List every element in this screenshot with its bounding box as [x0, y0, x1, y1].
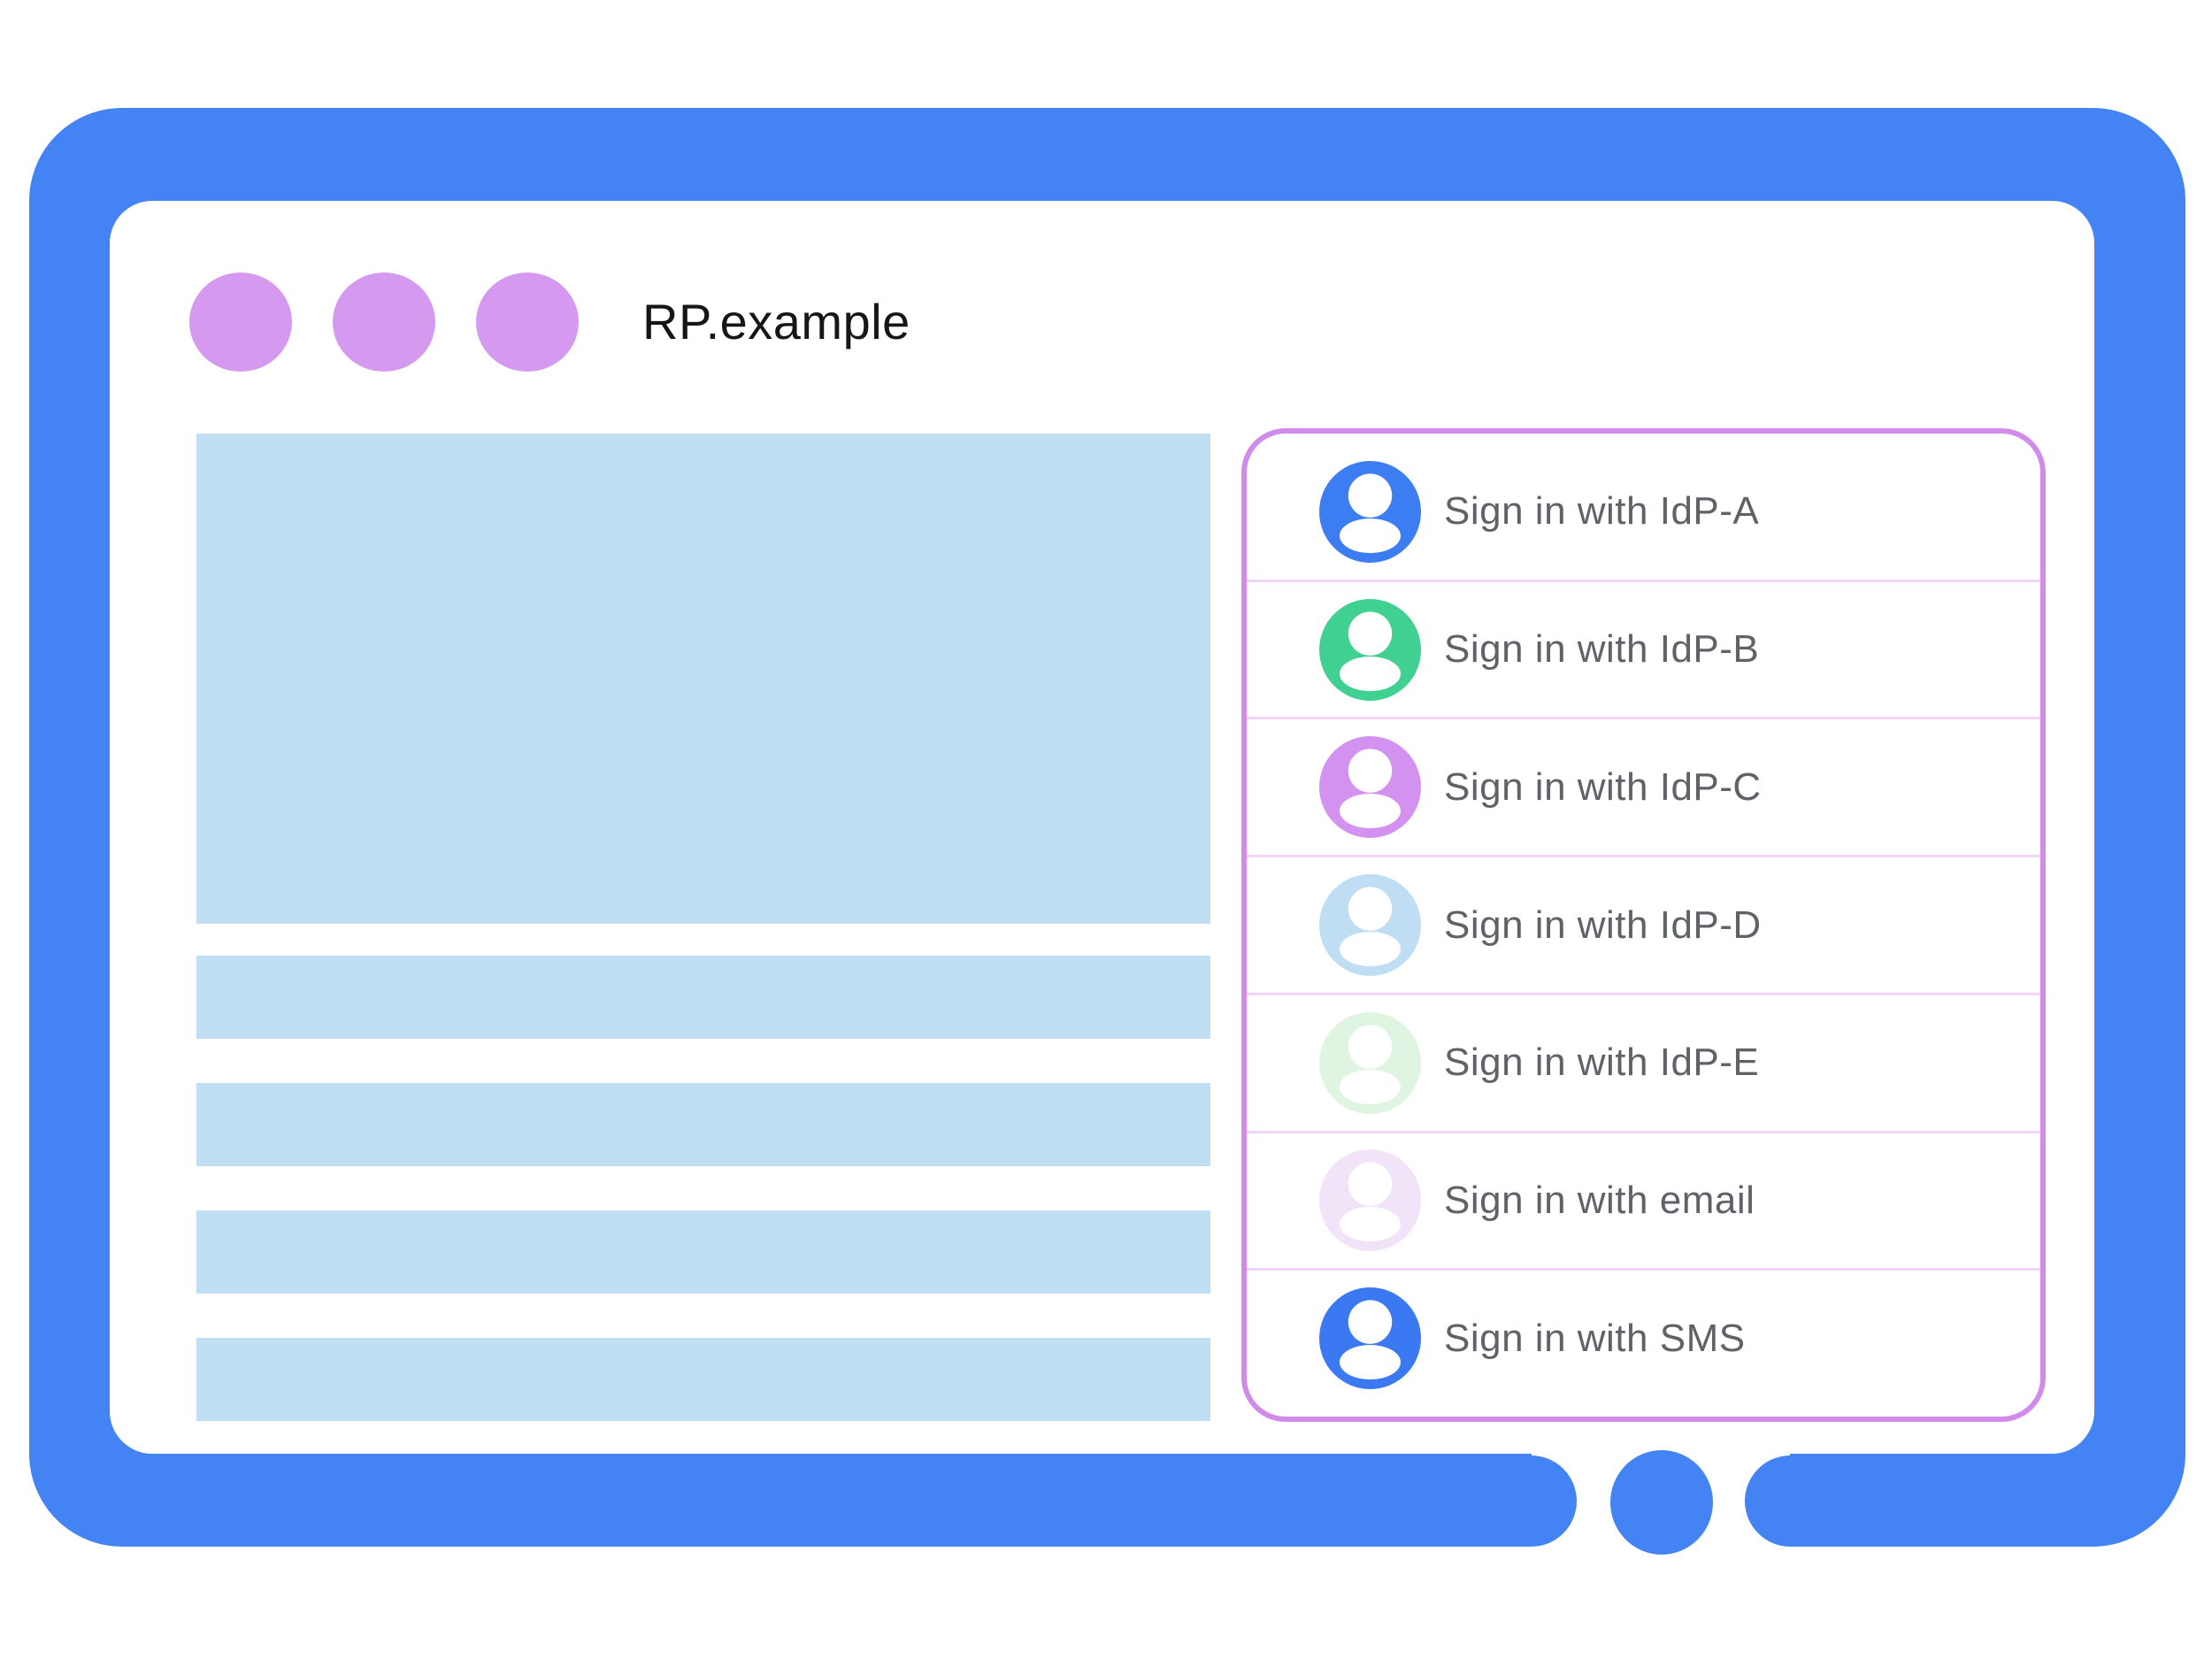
- user-avatar-icon: [1319, 1149, 1421, 1252]
- content-placeholder-line: [196, 956, 1210, 1039]
- signin-option-email[interactable]: Sign in with email: [1247, 1130, 2040, 1269]
- window-control-dot[interactable]: [333, 273, 435, 372]
- bezel-right-segment: [1745, 1455, 1870, 1547]
- window-control-dot[interactable]: [189, 273, 292, 372]
- signin-option-label: Sign in with IdP-E: [1444, 1041, 1760, 1085]
- content-placeholder-line: [196, 1338, 1210, 1421]
- signin-option-label: Sign in with IdP-D: [1444, 902, 1762, 947]
- signin-option-idp-c[interactable]: Sign in with IdP-C: [1247, 717, 2040, 855]
- content-placeholder-line: [196, 1210, 1210, 1294]
- signin-option-label: Sign in with IdP-C: [1444, 764, 1762, 809]
- signin-option-label: Sign in with email: [1444, 1178, 1755, 1222]
- user-avatar-icon: [1319, 1011, 1421, 1114]
- user-avatar-icon: [1319, 736, 1421, 839]
- signin-option-label: Sign in with SMS: [1444, 1316, 1746, 1360]
- signin-option-idp-b[interactable]: Sign in with IdP-B: [1247, 579, 2040, 718]
- signin-option-label: Sign in with IdP-B: [1444, 627, 1760, 672]
- signin-option-sms[interactable]: Sign in with SMS: [1247, 1268, 2040, 1406]
- signin-option-idp-e[interactable]: Sign in with IdP-E: [1247, 992, 2040, 1131]
- window-control-dot[interactable]: [476, 273, 579, 372]
- bezel-left-segment: [1451, 1455, 1577, 1547]
- content-placeholder-block: [196, 434, 1210, 924]
- content-placeholder-line: [196, 1083, 1210, 1166]
- user-avatar-icon: [1319, 598, 1421, 701]
- home-button[interactable]: [1610, 1450, 1713, 1555]
- user-avatar-icon: [1319, 874, 1421, 977]
- user-avatar-icon: [1319, 1287, 1421, 1390]
- signin-option-label: Sign in with IdP-A: [1444, 489, 1760, 534]
- user-avatar-icon: [1319, 460, 1421, 563]
- page-title: RP.example: [642, 294, 910, 349]
- signin-option-idp-a[interactable]: Sign in with IdP-A: [1247, 444, 2040, 580]
- signin-option-idp-d[interactable]: Sign in with IdP-D: [1247, 855, 2040, 993]
- account-chooser-dialog: Sign in with IdP-A Sign in with IdP-B Si…: [1241, 428, 2046, 1422]
